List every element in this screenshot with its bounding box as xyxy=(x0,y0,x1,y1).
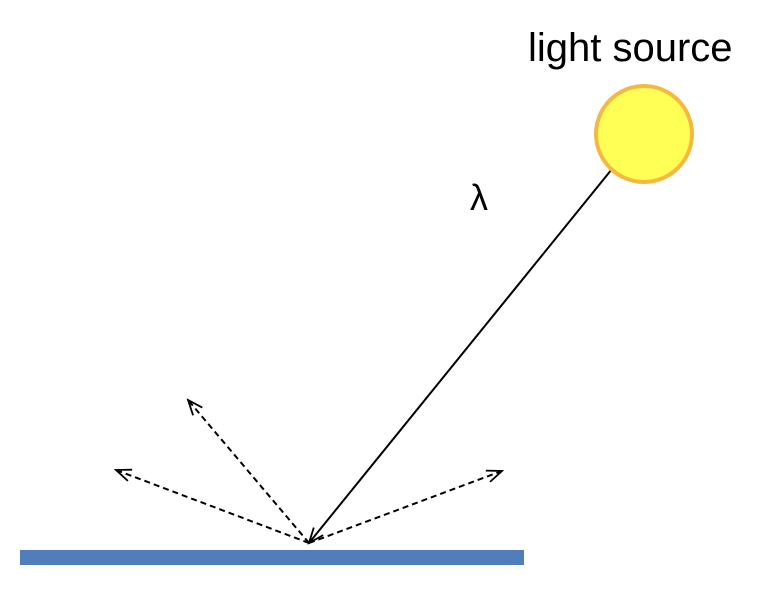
incident-ray xyxy=(309,168,613,543)
wavelength-label: λ xyxy=(470,177,488,218)
reflecting-surface xyxy=(20,550,524,565)
scattered-ray-left xyxy=(116,470,310,544)
light-source-label: light source xyxy=(528,26,733,70)
scattered-ray-right xyxy=(308,471,502,544)
scattered-ray-upper-left xyxy=(188,400,310,544)
sun-icon xyxy=(594,84,694,184)
